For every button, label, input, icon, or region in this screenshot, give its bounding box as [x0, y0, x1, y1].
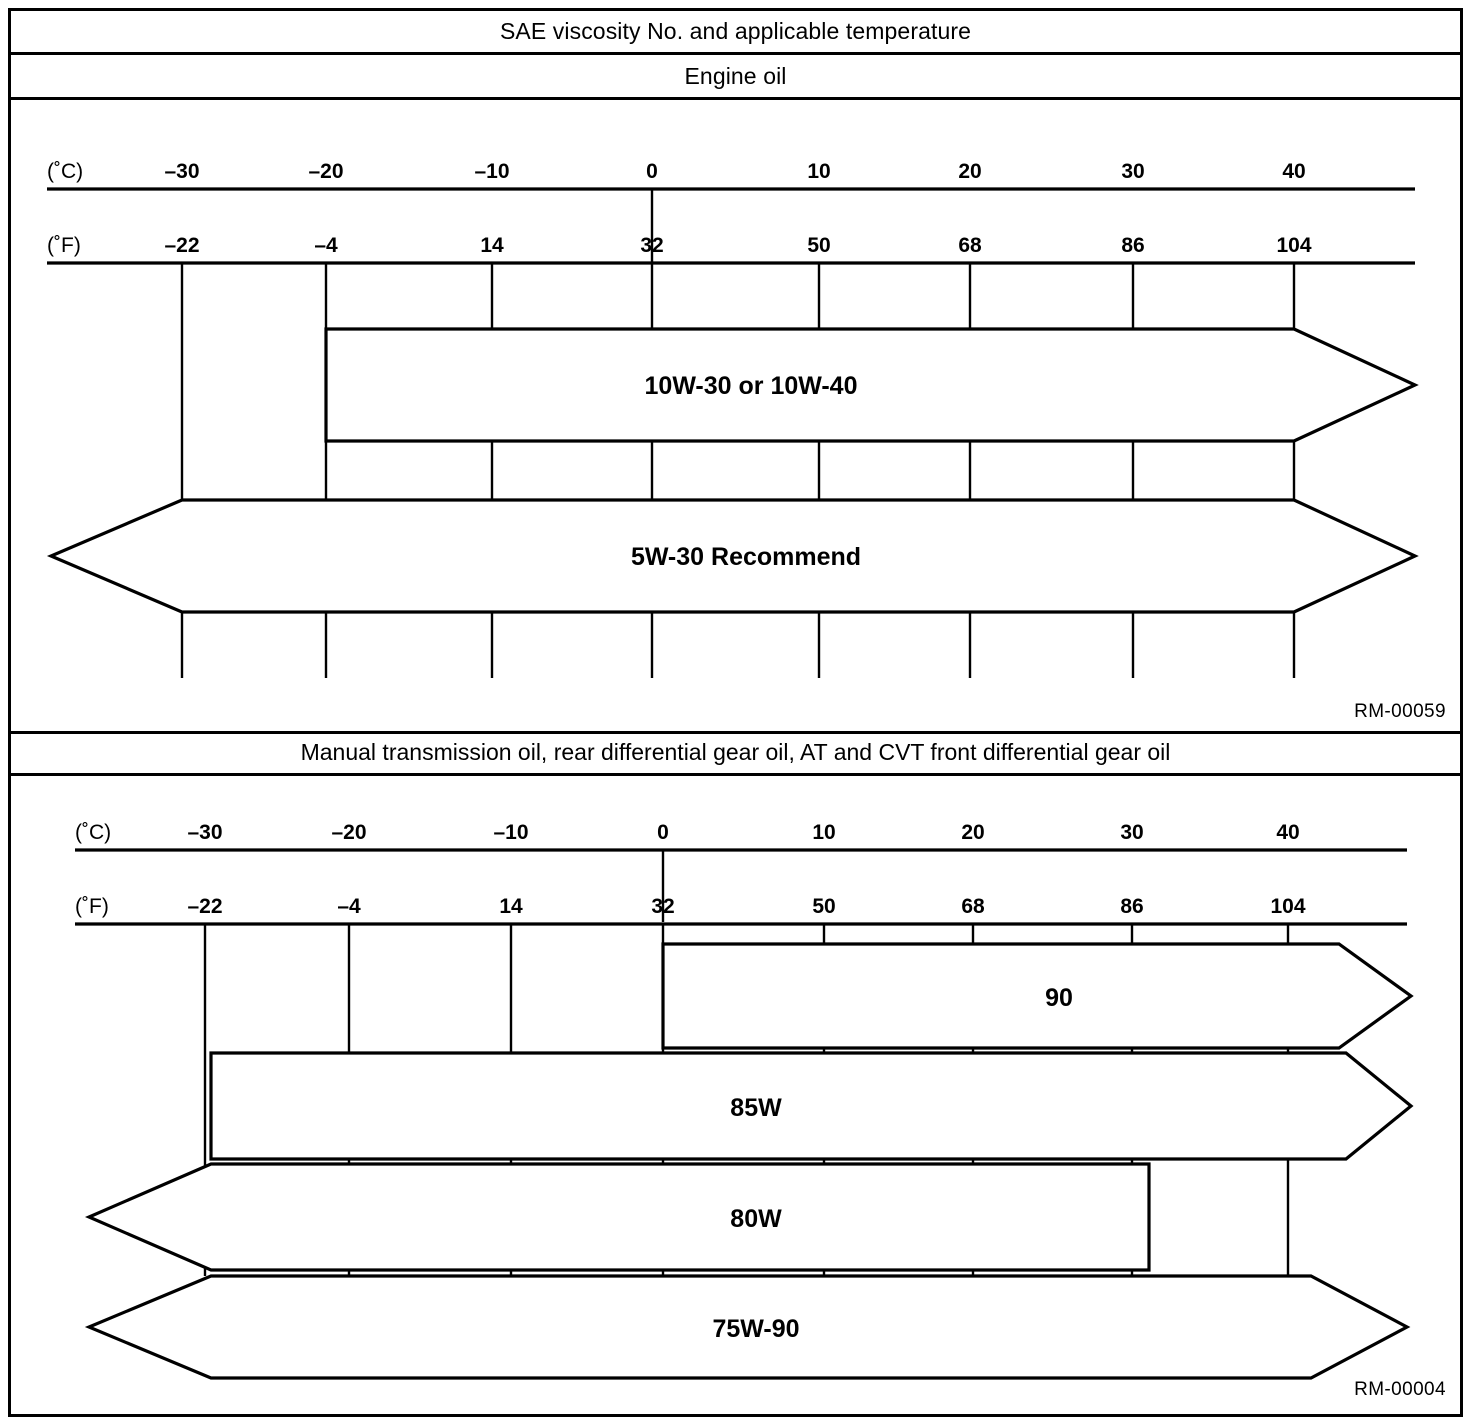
- celsius-tick-label-2-5: 20: [961, 821, 984, 844]
- celsius-tick-label-2-6: 30: [1120, 821, 1143, 844]
- diagram-outer-frame: SAE viscosity No. and applicable tempera…: [8, 8, 1463, 1417]
- viscosity-band-80w: [84, 1162, 1151, 1272]
- diagram-code-gear-oil-text: RM-00004: [1354, 1379, 1446, 1400]
- page-title: SAE viscosity No. and applicable tempera…: [11, 11, 1460, 55]
- celsius-unit-label-2: (˚C): [75, 821, 111, 844]
- fahrenheit-tick-label-7: 104: [1276, 234, 1311, 257]
- viscosity-band-5w30: [46, 498, 1419, 614]
- fahrenheit-unit-label-2: (˚F): [75, 895, 109, 918]
- celsius-tick-label-1: –20: [308, 160, 343, 183]
- viscosity-band-5w30-label: 5W-30 Recommend: [631, 543, 861, 571]
- fahrenheit-tick-label-0: –22: [164, 234, 199, 257]
- celsius-tick-label-2-2: –10: [493, 821, 528, 844]
- celsius-tick-label-2-7: 40: [1276, 821, 1299, 844]
- section-header-gear-oil: Manual transmission oil, rear differenti…: [11, 731, 1460, 776]
- page-title-text: SAE viscosity No. and applicable tempera…: [499, 18, 972, 44]
- fahrenheit-unit-label: (˚F): [47, 234, 81, 257]
- diagram-code-engine-oil-text: RM-00059: [1354, 701, 1446, 722]
- fahrenheit-tick-label-2-1: –4: [337, 895, 361, 918]
- viscosity-band-10w30-10w40-label: 10W-30 or 10W-40: [645, 372, 858, 400]
- fahrenheit-tick-label-3: 32: [640, 234, 663, 257]
- celsius-tick-label-4: 10: [807, 160, 830, 183]
- viscosity-band-90: [661, 942, 1414, 1050]
- fahrenheit-tick-label-2-4: 50: [812, 895, 835, 918]
- celsius-tick-label-6: 30: [1121, 160, 1144, 183]
- gridlines: [180, 263, 1296, 678]
- fahrenheit-tick-label-2-5: 68: [961, 895, 985, 918]
- fahrenheit-tick-label-5: 68: [958, 234, 982, 257]
- section-header-engine-oil-text: Engine oil: [684, 62, 787, 89]
- viscosity-band-90-label: 90: [1045, 984, 1073, 1012]
- viscosity-band-75w90: [84, 1274, 1411, 1380]
- fahrenheit-tick-label-4: 50: [807, 234, 830, 257]
- section-header-gear-oil-text: Manual transmission oil, rear differenti…: [300, 738, 1171, 765]
- fahrenheit-tick-label-2-7: 104: [1270, 895, 1305, 918]
- celsius-tick-label-2-1: –20: [331, 821, 366, 844]
- engine-oil-chart: (˚C) –30 –20 –10 0 10 20 30 40 (˚F) –22 …: [11, 100, 1460, 730]
- celsius-tick-label-5: 20: [958, 160, 981, 183]
- fahrenheit-tick-label-2: 14: [480, 234, 504, 257]
- viscosity-band-85w-label: 85W: [730, 1094, 782, 1122]
- celsius-tick-label-2-4: 10: [812, 821, 835, 844]
- celsius-unit-label: (˚C): [47, 160, 83, 183]
- fahrenheit-tick-label-2-2: 14: [499, 895, 523, 918]
- viscosity-band-80w-label: 80W: [730, 1205, 782, 1233]
- section-header-engine-oil: Engine oil: [11, 55, 1460, 100]
- fahrenheit-tick-label-2-0: –22: [187, 895, 222, 918]
- viscosity-band-75w90-label: 75W-90: [712, 1315, 799, 1343]
- celsius-tick-label-2-3: 0: [657, 821, 669, 844]
- section-divider: [11, 731, 1460, 734]
- viscosity-band-85w: [209, 1051, 1414, 1161]
- celsius-tick-label-2: –10: [474, 160, 509, 183]
- fahrenheit-tick-label-2-3: 32: [651, 895, 674, 918]
- fahrenheit-tick-label-6: 86: [1121, 234, 1144, 257]
- diagram-code-engine-oil: RM-00059: [1354, 701, 1446, 723]
- celsius-tick-label-0: –30: [164, 160, 199, 183]
- fahrenheit-tick-label-1: –4: [314, 234, 338, 257]
- celsius-tick-label-3: 0: [646, 160, 658, 183]
- viscosity-band-10w30-10w40: [324, 327, 1419, 443]
- celsius-tick-label-7: 40: [1282, 160, 1305, 183]
- celsius-tick-label-2-0: –30: [187, 821, 222, 844]
- diagram-code-gear-oil: RM-00004: [1354, 1379, 1446, 1401]
- fahrenheit-tick-label-2-6: 86: [1120, 895, 1143, 918]
- gear-oil-chart: (˚C) –30 –20 –10 0 10 20 30 40 (˚F) –22 …: [11, 776, 1460, 1396]
